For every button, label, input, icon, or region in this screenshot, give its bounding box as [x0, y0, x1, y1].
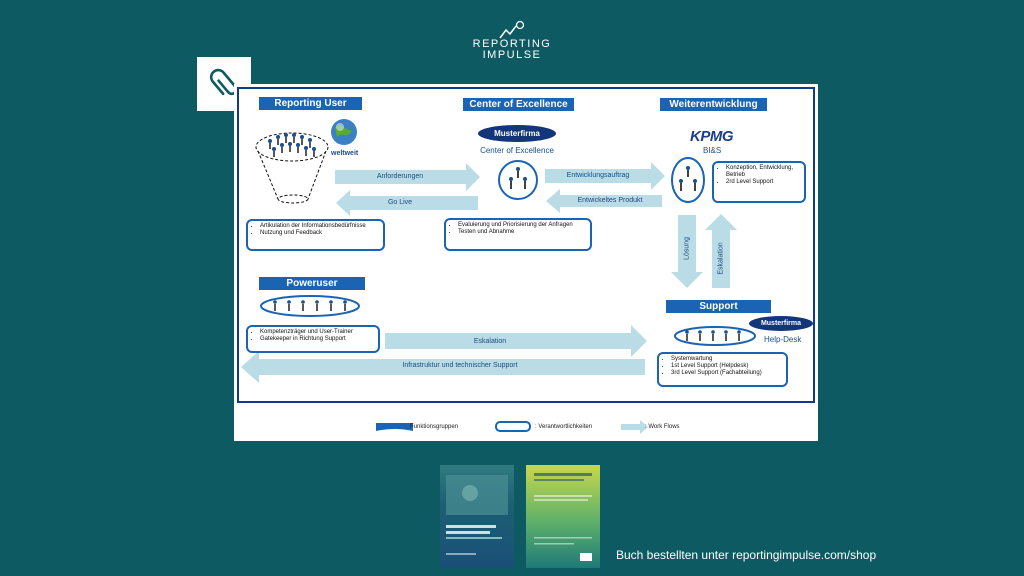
musterfirma-logo: Musterfirma — [478, 125, 556, 142]
weltweit-label: weltweit — [331, 150, 359, 157]
box-support: Systemwartung 1st Level Support (Helpdes… — [657, 352, 788, 387]
arrow-loesung — [671, 215, 703, 288]
title-center-of-excellence: Center of Excellence — [463, 98, 574, 111]
logo-chart-icon — [499, 20, 525, 39]
label-anforderungen: Anforderungen — [376, 173, 424, 180]
box-item: Artikulation der Informationsbedürfnisse — [260, 223, 379, 230]
kpmg-team-icon — [671, 157, 705, 203]
book-back-art — [534, 473, 592, 561]
legend-funktionsgruppen: Funktionsgruppen — [410, 424, 459, 430]
helpdesk-label: Help-Desk — [764, 335, 802, 344]
label-eskalation: Eskalation — [473, 338, 507, 345]
box-item: 1st Level Support (Helpdesk) — [671, 363, 782, 370]
box-item: 2rd Level Support — [726, 179, 800, 186]
book-front-art — [446, 475, 508, 555]
legend-verantwortlichkeiten: : Verantwortlichkeiten — [535, 424, 593, 430]
box-item: 3rd Level Support (Fachabteilung) — [671, 370, 782, 377]
globe-icon — [331, 119, 357, 145]
arrow-infrastruktur — [241, 351, 645, 383]
bis-label: BI&S — [703, 146, 722, 155]
box-reporting-user: Artikulation der Informationsbedürfnisse… — [246, 219, 385, 251]
label-eskalation-vertical: Eskalation — [717, 242, 725, 275]
title-reporting-user: Reporting User — [259, 97, 362, 110]
logo-line-2: IMPULSE — [482, 49, 542, 61]
box-item: Systemwartung — [671, 356, 782, 363]
legend-verantwortlichkeiten-swatch — [495, 421, 531, 432]
arrow-go-live — [336, 190, 478, 216]
support-team-icon — [674, 326, 756, 346]
kpmg-logo: KPMG — [690, 128, 734, 145]
shop-link-text[interactable]: Buch bestellten unter reportingimpulse.c… — [616, 548, 877, 562]
legend-funktionsgruppen-swatch — [376, 423, 413, 431]
label-entwicklungsauftrag: Entwicklungsauftrag — [566, 172, 630, 179]
legend-workflows-swatch — [621, 420, 648, 434]
poweruser-team-icon — [260, 295, 360, 317]
arrow-anforderungen — [335, 163, 480, 191]
box-poweruser: Kompetenzträger und User-Trainer Gatekee… — [246, 325, 380, 353]
brand-logo: REPORTING IMPULSE — [470, 20, 554, 66]
paperclip-icon — [209, 68, 238, 96]
title-poweruser: Poweruser — [259, 277, 365, 290]
label-infrastruktur: Infrastruktur und technischer Support — [402, 362, 518, 369]
title-support: Support — [666, 300, 771, 313]
arrow-eskalation-right — [385, 325, 647, 357]
coe-subtitle: Center of Excellence — [480, 146, 554, 155]
coe-team-icon — [498, 160, 538, 200]
box-center-of-excellence: Evaluierung und Priorisierung der Anfrag… — [444, 218, 592, 251]
box-item: Gatekeeper in Richtung Support — [260, 336, 374, 343]
logo-line-1: REPORTING — [472, 38, 552, 50]
diagram-frame — [237, 87, 815, 403]
box-item: Konzeption, Entwicklung, Betrieb — [726, 165, 800, 179]
label-entwickeltes-produkt: Entwickeltes Produkt — [577, 197, 643, 204]
box-item: Nutzung und Feedback — [260, 230, 379, 237]
box-item: Testen und Abnahme — [458, 229, 586, 236]
user-funnel-illustration — [255, 132, 329, 204]
box-item: Kompetenzträger und User-Trainer — [260, 329, 374, 336]
arrow-eskalation-up — [705, 214, 737, 288]
title-weiterentwicklung: Weiterentwicklung — [660, 98, 767, 111]
book-cover-front[interactable] — [440, 465, 514, 568]
legend-workflows: : Work Flows — [645, 424, 680, 430]
label-loesung: Lösung — [683, 237, 691, 260]
box-weiterentwicklung: Konzeption, Entwicklung, Betrieb 2rd Lev… — [712, 161, 806, 203]
arrow-entwickeltes-produkt — [546, 189, 662, 213]
box-item: Evaluierung und Priorisierung der Anfrag… — [458, 222, 586, 229]
arrow-entwicklungsauftrag — [545, 162, 665, 190]
label-go-live: Go Live — [387, 199, 413, 206]
book-cover-back[interactable] — [526, 465, 600, 568]
musterfirma-support-logo: Musterfirma — [749, 316, 813, 331]
